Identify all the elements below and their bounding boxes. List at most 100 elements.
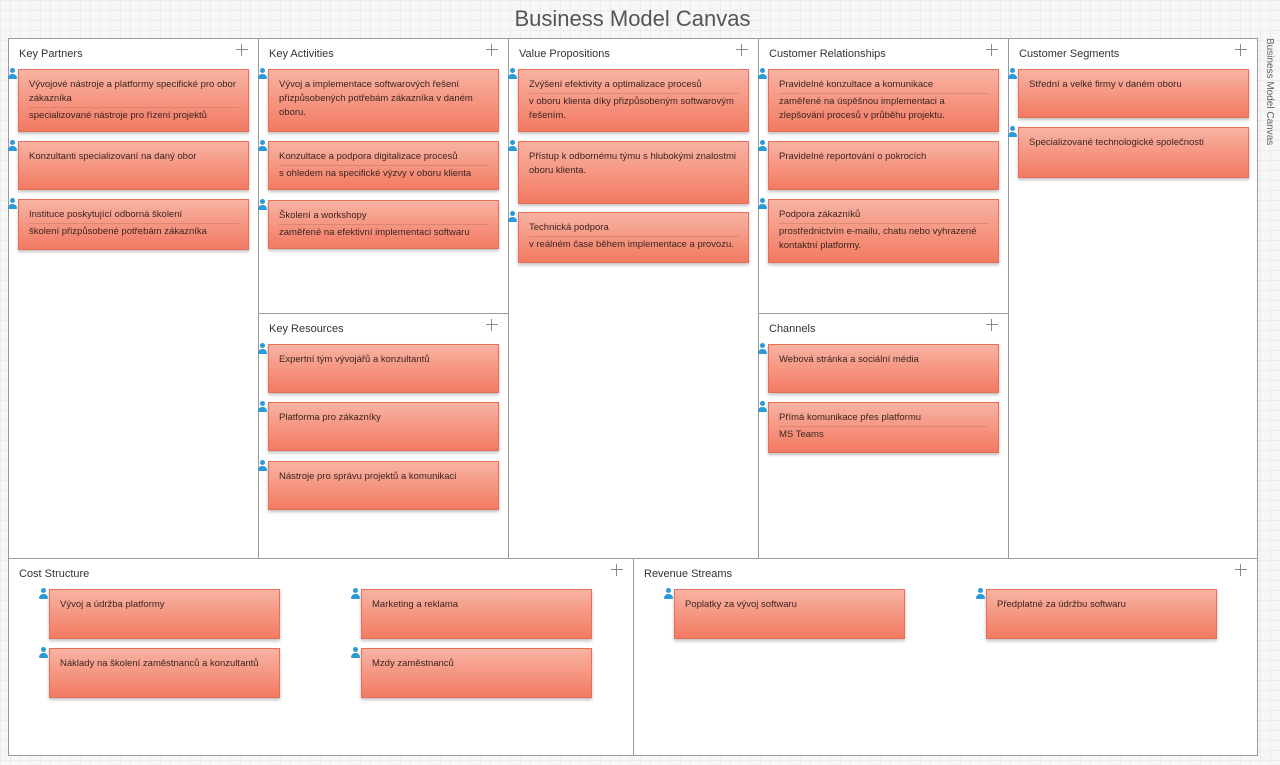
sticky-note[interactable]: Nástroje pro správu projektů a komunikac…: [258, 460, 499, 510]
note-text: Náklady na školení zaměstnanců a konzult…: [60, 658, 259, 669]
sticky-note[interactable]: Přímá komunikace přes platformu MS Teams: [758, 401, 999, 453]
add-note-icon[interactable]: [610, 563, 624, 577]
sticky-note[interactable]: Mzdy zaměstnanců: [351, 647, 592, 698]
block-title: Channels: [769, 323, 816, 335]
sticky-note[interactable]: Konzultanti specializovaní na daný obor: [8, 140, 249, 190]
note-text: Pravidelné reportování o pokrocích: [779, 151, 927, 162]
note-text: Mzdy zaměstnanců: [372, 658, 454, 669]
note-subtext: zaměřené na úspěšnou implementaci a zlep…: [779, 93, 989, 123]
note-text: Webová stránka a sociální média: [779, 354, 919, 365]
add-note-icon[interactable]: [235, 43, 249, 57]
note-subtext: zaměřené na efektivní implementaci softw…: [279, 224, 489, 240]
block-title: Customer Segments: [1019, 48, 1120, 60]
user-icon: [1007, 68, 1018, 80]
block-title: Cost Structure: [19, 568, 90, 580]
note-subtext: v oboru klienta díky přizpůsobeným softw…: [529, 93, 739, 123]
user-icon: [257, 401, 268, 413]
block-key-activities: Key Activities Vývoj a implementace soft…: [258, 39, 509, 314]
note-text: Zvýšení efektivity a optimalizace proces…: [529, 79, 702, 90]
user-icon: [38, 588, 49, 600]
note-text: Poplatky za vývoj softwaru: [685, 599, 797, 610]
user-icon: [757, 343, 768, 355]
sticky-note[interactable]: Vývojové nástroje a platformy specifické…: [8, 68, 249, 132]
block-title: Revenue Streams: [644, 568, 733, 580]
add-note-icon[interactable]: [485, 318, 499, 332]
block-title: Key Partners: [19, 48, 83, 60]
sticky-note[interactable]: Podpora zákazníků prostřednictvím e-mail…: [758, 198, 999, 263]
note-text: Přímá komunikace přes platformu: [779, 412, 922, 423]
user-icon: [257, 140, 268, 152]
add-note-icon[interactable]: [985, 318, 999, 332]
note-text: Marketing a reklama: [372, 599, 459, 610]
sticky-note[interactable]: Poplatky za vývoj softwaru: [664, 588, 905, 639]
note-text: Konzultanti specializovaní na daný obor: [29, 151, 197, 162]
sticky-note[interactable]: Střední a velké firmy v daném oboru: [1008, 68, 1249, 118]
block-title: Key Activities: [269, 48, 334, 60]
user-icon: [663, 588, 674, 600]
add-note-icon[interactable]: [1234, 563, 1248, 577]
sticky-note[interactable]: Předplatné za údržbu softwaru: [976, 588, 1217, 639]
user-icon: [257, 343, 268, 355]
note-text: Vývoj a údržba platformy: [60, 599, 165, 610]
user-icon: [7, 140, 18, 152]
user-icon: [507, 211, 518, 223]
block-channels: Channels Webová stránka a sociální média…: [758, 314, 1009, 559]
note-text: Vývojové nástroje a platformy specifické…: [29, 79, 236, 104]
sticky-note[interactable]: Expertní tým vývojářů a konzultantů: [258, 343, 499, 393]
side-label: Business Model Canvas: [1264, 38, 1275, 146]
note-text: Specializované technologické společnosti: [1029, 137, 1204, 148]
sticky-note[interactable]: Přístup k odbornému týmu s hlubokými zna…: [508, 140, 749, 204]
note-text: Konzultace a podpora digitalizace proces…: [279, 151, 458, 162]
user-icon: [350, 588, 361, 600]
sticky-note[interactable]: Vývoj a implementace softwarových řešení…: [258, 68, 499, 132]
note-text: Školení a workshopy: [279, 210, 367, 221]
add-note-icon[interactable]: [985, 43, 999, 57]
block-cost-structure: Cost Structure Vývoj a údržba platformy …: [9, 559, 634, 755]
page-title: Business Model Canvas: [514, 6, 751, 31]
user-icon: [757, 68, 768, 80]
user-icon: [757, 140, 768, 152]
sticky-note[interactable]: Specializované technologické společnosti: [1008, 126, 1249, 178]
user-icon: [350, 647, 361, 659]
sticky-note[interactable]: Platforma pro zákazníky: [258, 401, 499, 451]
user-icon: [507, 68, 518, 80]
note-subtext: školení přizpůsobené potřebám zákazníka: [29, 223, 239, 239]
note-subtext: specializované nástroje pro řízení proje…: [29, 107, 239, 123]
sticky-note[interactable]: Pravidelné konzultace a komunikace zaměř…: [758, 68, 999, 132]
add-note-icon[interactable]: [485, 43, 499, 57]
sticky-note[interactable]: Školení a workshopy zaměřené na efektivn…: [258, 199, 499, 249]
user-icon: [7, 68, 18, 80]
block-customer-relationships: Customer Relationships Pravidelné konzul…: [758, 39, 1009, 314]
block-key-partners: Key Partners Vývojové nástroje a platfor…: [8, 39, 259, 559]
sticky-note[interactable]: Webová stránka a sociální média: [758, 343, 999, 393]
note-text: Přístup k odbornému týmu s hlubokými zna…: [529, 151, 736, 176]
block-title: Customer Relationships: [769, 48, 886, 60]
note-subtext: MS Teams: [779, 426, 989, 442]
sticky-note[interactable]: Pravidelné reportování o pokrocích: [758, 140, 999, 190]
sticky-note[interactable]: Náklady na školení zaměstnanců a konzult…: [39, 647, 280, 698]
block-key-resources: Key Resources Expertní tým vývojářů a ko…: [258, 314, 509, 559]
user-icon: [975, 588, 986, 600]
canvas-board: Key Partners Vývojové nástroje a platfor…: [8, 38, 1258, 756]
sticky-note[interactable]: Instituce poskytující odborná školení šk…: [8, 198, 249, 250]
sticky-note[interactable]: Technická podpora v reálném čase během i…: [508, 211, 749, 263]
block-customer-segments: Customer Segments Střední a velké firmy …: [1008, 39, 1257, 559]
sticky-note[interactable]: Vývoj a údržba platformy: [39, 588, 280, 639]
sticky-note[interactable]: Zvýšení efektivity a optimalizace proces…: [508, 68, 749, 132]
user-icon: [257, 199, 268, 211]
block-title: Value Propositions: [519, 48, 610, 60]
sticky-note[interactable]: Marketing a reklama: [351, 588, 592, 639]
user-icon: [257, 460, 268, 472]
note-text: Instituce poskytující odborná školení: [29, 209, 183, 220]
user-icon: [507, 140, 518, 152]
note-text: Expertní tým vývojářů a konzultantů: [279, 354, 430, 365]
note-text: Střední a velké firmy v daném oboru: [1029, 79, 1182, 90]
sticky-note[interactable]: Konzultace a podpora digitalizace proces…: [258, 140, 499, 190]
user-icon: [7, 198, 18, 210]
add-note-icon[interactable]: [735, 43, 749, 57]
add-note-icon[interactable]: [1234, 43, 1248, 57]
note-subtext: s ohledem na specifické výzvy v oboru kl…: [279, 165, 489, 181]
user-icon: [257, 68, 268, 80]
note-text: Nástroje pro správu projektů a komunikac…: [279, 471, 457, 482]
